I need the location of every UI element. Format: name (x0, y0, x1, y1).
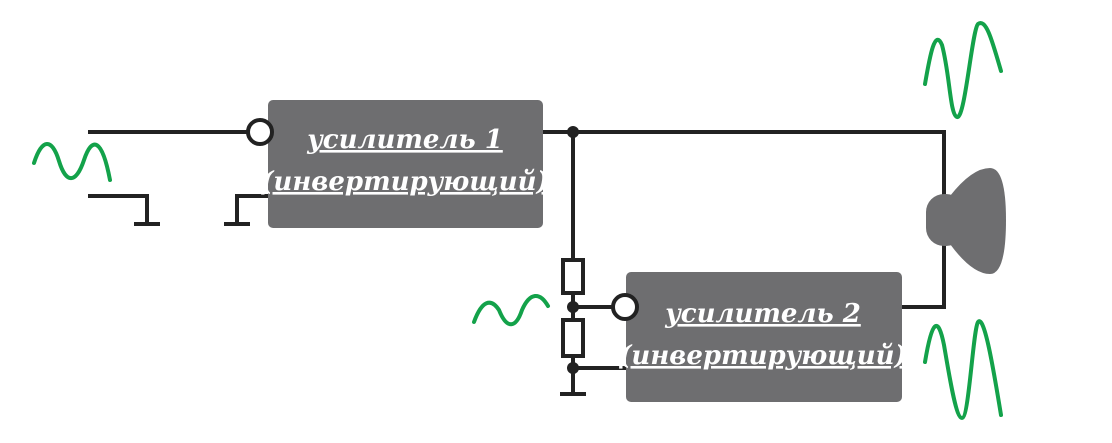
amplifier2-inverting-input (611, 293, 639, 321)
amplifier1-block: усилитель 1 (инвертирующий) (261, 100, 549, 228)
output-wire-top (540, 126, 946, 200)
resistor-bottom (561, 318, 585, 358)
divider-signal-wave (472, 294, 550, 327)
amplifier2-title: усилитель 2 (664, 299, 861, 329)
input-signal-wave (32, 142, 112, 182)
divider-wires (560, 130, 628, 396)
junction-dot (567, 301, 579, 313)
amplifier1-ground (224, 194, 270, 226)
junction-dot (567, 362, 579, 374)
output-signal-wave-bottom (923, 319, 1003, 421)
amplifier1-subtitle: (инвертирующий) (261, 167, 549, 197)
amplifier2-block: усилитель 2 (инвертирующий) (619, 272, 907, 402)
amplifier2-subtitle: (инвертирующий) (619, 341, 907, 371)
amplifier1-title: усилитель 1 (306, 125, 503, 155)
output-wire-bottom (900, 238, 946, 309)
input-wires (88, 130, 250, 226)
speaker-icon (926, 168, 1006, 274)
amplifier1-inverting-input (246, 118, 274, 146)
resistor-top (561, 258, 585, 295)
output-signal-wave-top (923, 21, 1003, 120)
